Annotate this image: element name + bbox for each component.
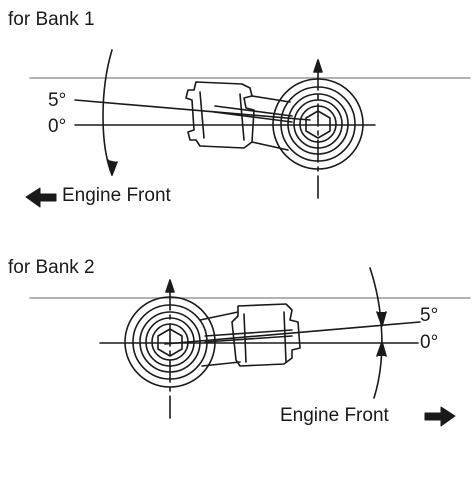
bank2-engine-front-label: Engine Front [280,405,389,426]
bank1-bracket [185,81,293,151]
bank2-arc-arrowhead-bottom [376,341,387,357]
bank2-figure [29,267,471,427]
bank2-up-arrowhead [165,279,175,293]
bank1-figure [25,49,471,208]
bank2-title: for Bank 2 [8,257,95,278]
bank2-right-arrow-icon [424,406,456,427]
bank1-angle-lower-label: 0° [48,116,67,137]
bank1-title: for Bank 1 [8,9,95,30]
bank2-angle-upper-label: 5° [420,305,439,326]
bank1-up-arrowhead [313,59,323,73]
bank1-angle-arc [102,49,113,176]
bank1-left-arrow-icon [25,187,57,208]
bank1-angle-upper-label: 5° [48,90,67,111]
bank2-angle-arc [369,267,383,399]
bank2-angle-lower-label: 0° [420,332,439,353]
bank1-arc-arrowhead [107,159,118,176]
bank2-arc-arrowhead-top [376,311,387,327]
bank2-bracket [199,303,301,367]
bank1-engine-front-label: Engine Front [62,185,171,206]
